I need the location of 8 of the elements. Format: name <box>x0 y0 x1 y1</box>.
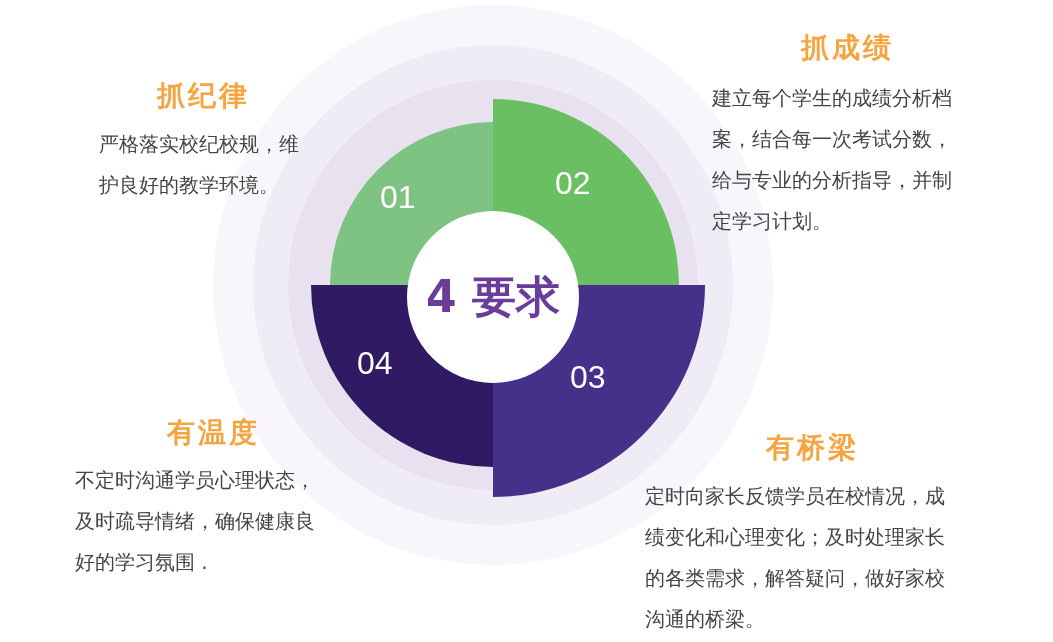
heading: 抓成绩 <box>800 30 894 66</box>
heading: 有温度 <box>166 415 260 451</box>
heading: 有桥梁 <box>765 430 859 466</box>
description-text: 不定时沟通学员心理状态，及时疏导情绪，确保健康良好的学习氛围 . <box>75 467 316 576</box>
description-text: 建立每个学生的成绩分析档案，结合每一次考试分数，给与专业的分析指导，并制定学习计划。 <box>712 85 953 235</box>
description-text: 严格落实校纪校规，维护良好的教学环境。 <box>99 131 300 199</box>
heading: 抓纪律 <box>156 78 250 114</box>
description-text: 定时向家长反馈学员在校情况，成绩变化和心理变化；及时处理家长的各类需求，解答疑问，做好家校沟通的桥梁。 <box>645 483 946 633</box>
